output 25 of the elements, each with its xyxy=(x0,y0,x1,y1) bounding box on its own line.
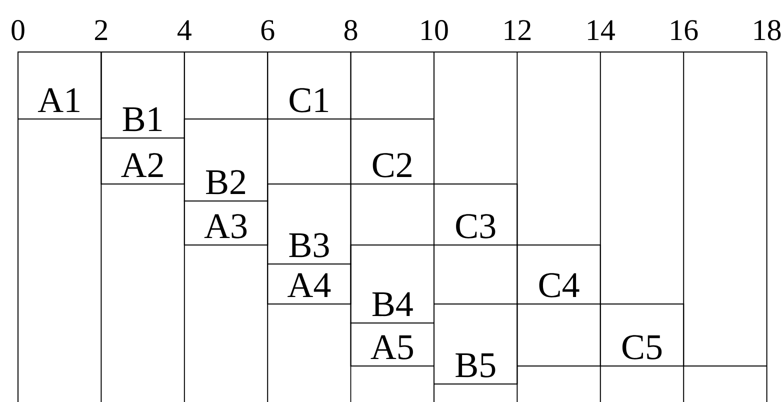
axis-tick-label: 8 xyxy=(344,20,358,40)
task-cell: C4 xyxy=(516,244,601,304)
axis-tick-label: 4 xyxy=(177,20,192,40)
task-cell: C5 xyxy=(600,304,684,366)
task-cell: C3 xyxy=(434,184,518,246)
task-cell: B3 xyxy=(267,184,352,264)
axis-tick-label: 10 xyxy=(422,20,448,40)
task-cell: A2 xyxy=(100,138,185,184)
task-cell: B5 xyxy=(434,304,518,384)
task-cell: A4 xyxy=(267,264,352,304)
axis-tick-label: 2 xyxy=(95,20,108,40)
axis-tick-label: 0 xyxy=(12,20,24,40)
axis-tick-label: 18 xyxy=(754,20,781,40)
axis-tick-label: 6 xyxy=(261,20,274,40)
task-cell: C1 xyxy=(267,52,352,120)
task-cell: C2 xyxy=(350,118,434,184)
task-cell: A5 xyxy=(350,322,434,366)
axis-tick-label: 14 xyxy=(588,20,615,40)
axis-tick-label: 16 xyxy=(671,20,698,40)
axis-tick-label: 12 xyxy=(504,20,531,40)
task-cell: B2 xyxy=(184,118,268,202)
task-cell: B4 xyxy=(350,244,434,324)
task-cell: A1 xyxy=(18,52,102,120)
task-cell: B1 xyxy=(100,52,185,138)
task-cell: A3 xyxy=(184,200,268,246)
